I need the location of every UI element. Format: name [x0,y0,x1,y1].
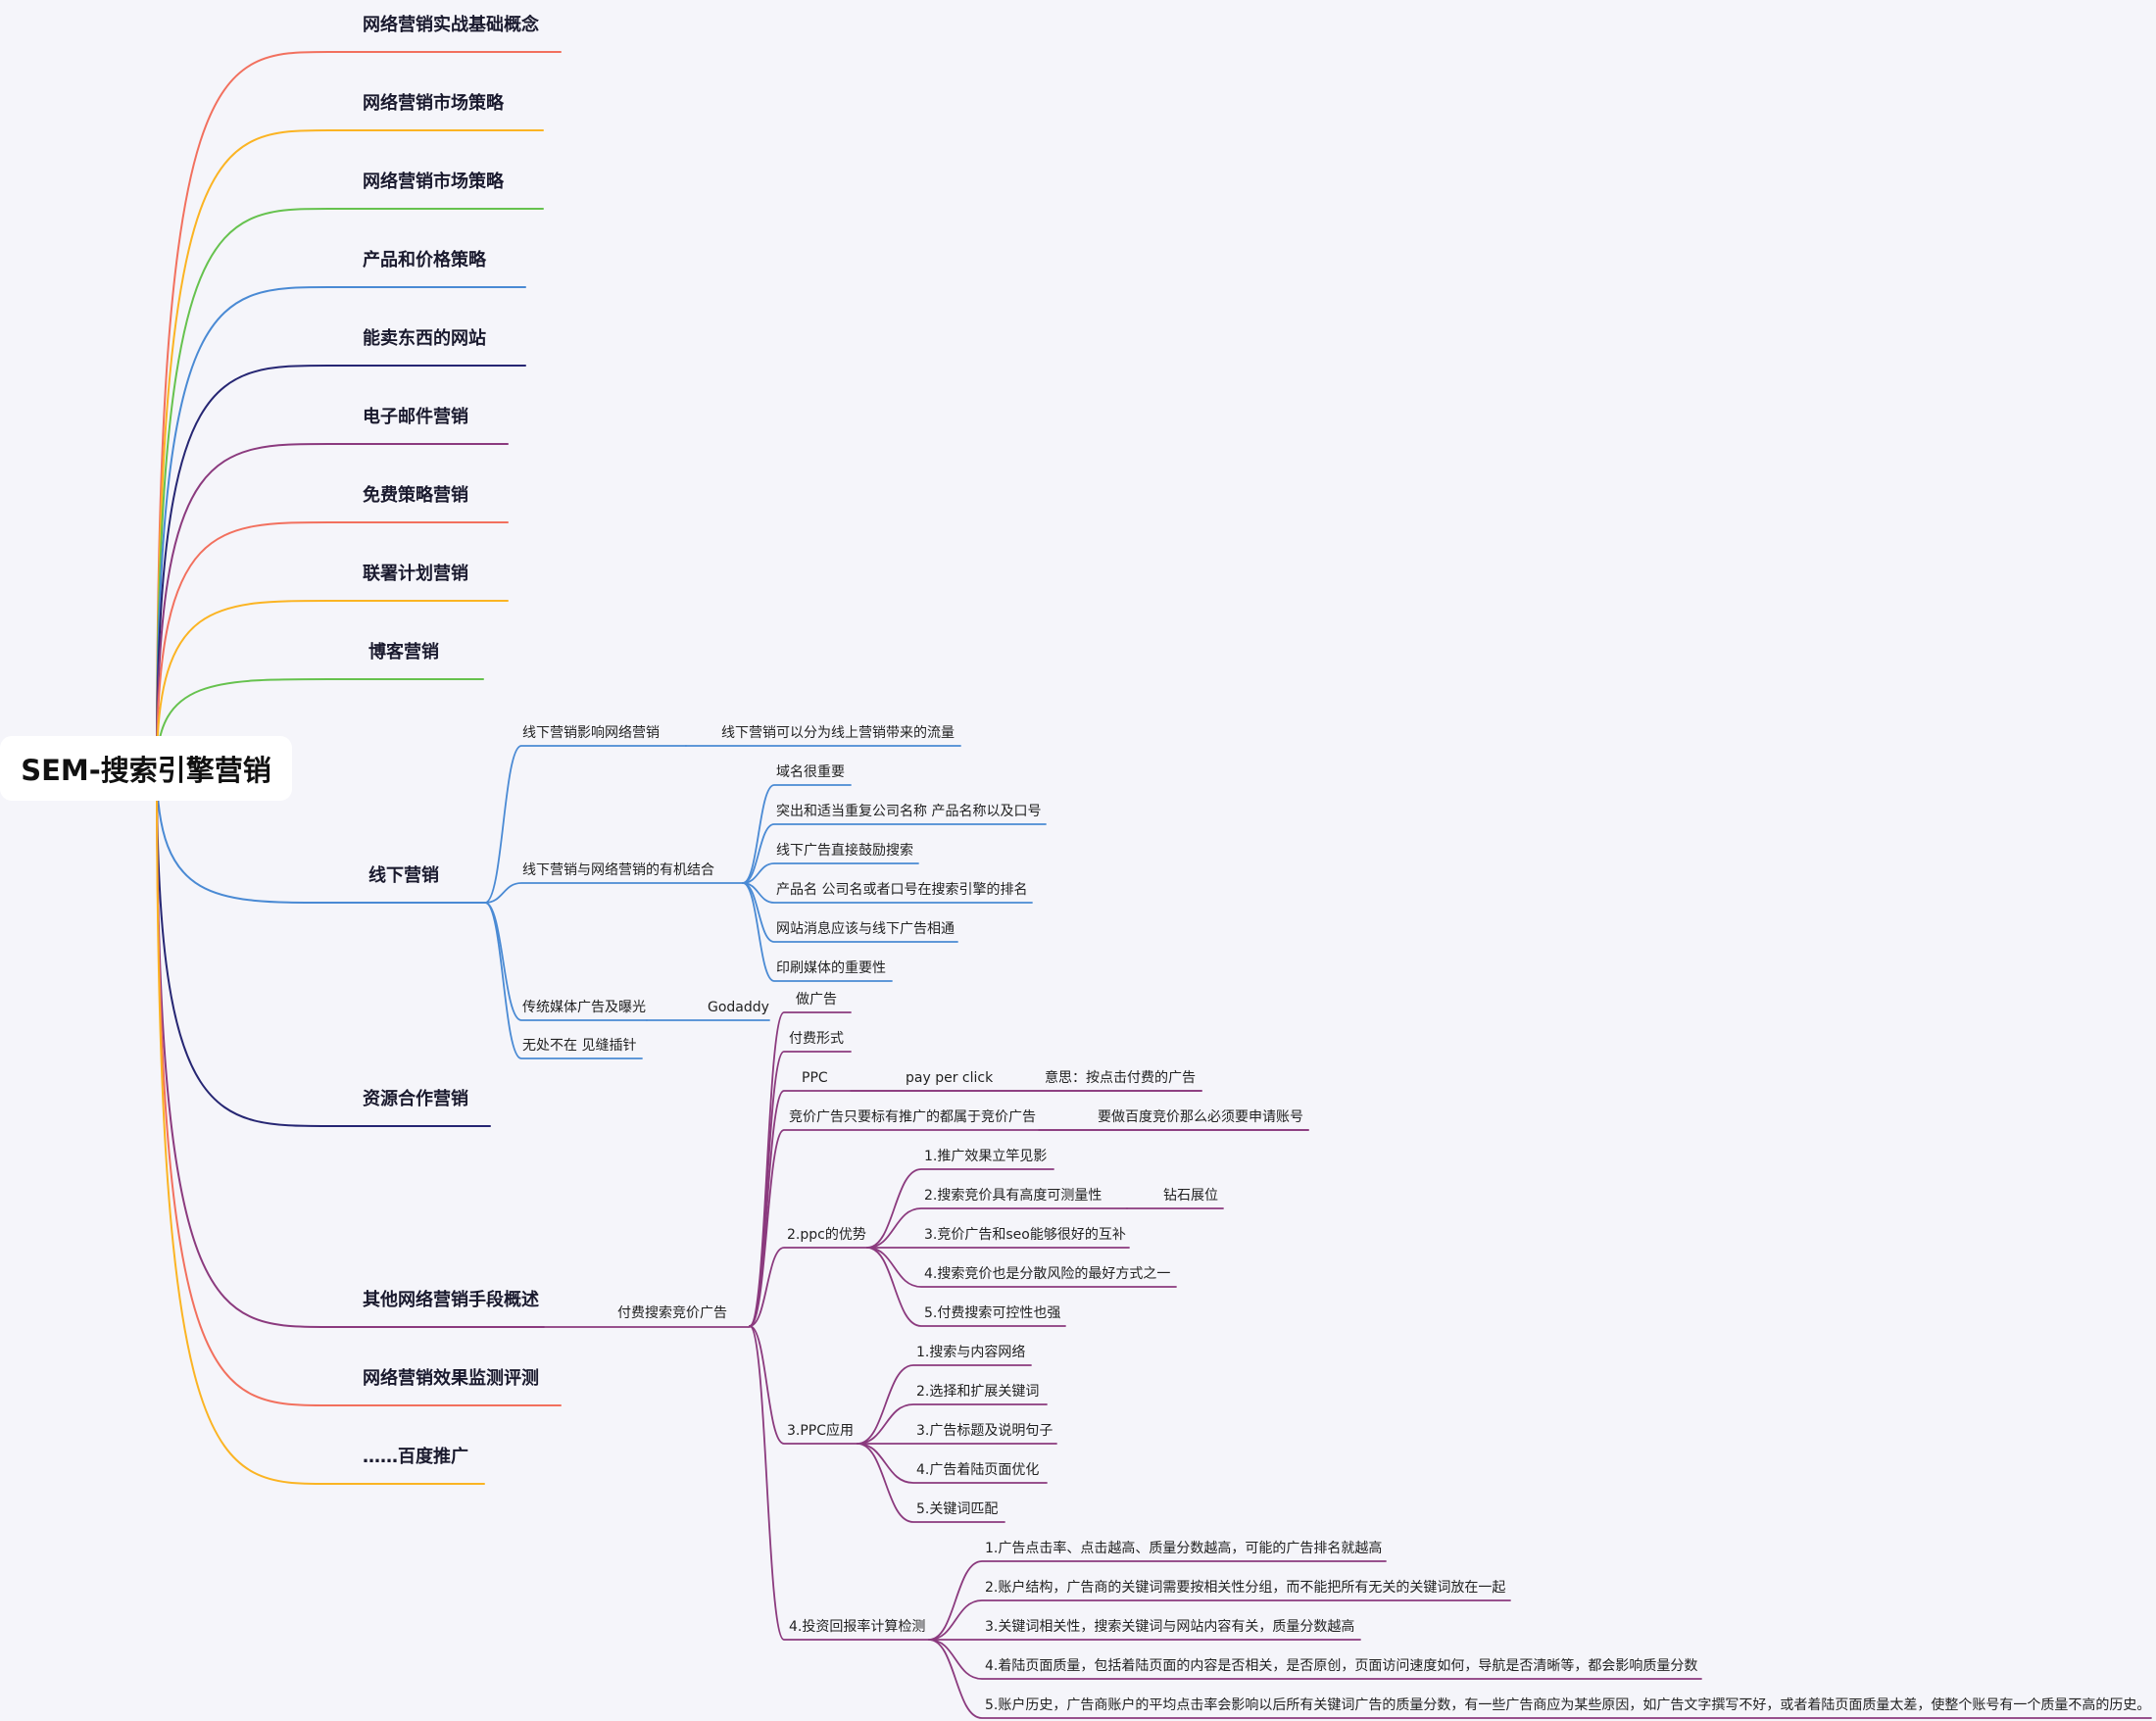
combo-item-1[interactable]: 域名很重要 [776,764,845,780]
pay-per-click[interactable]: pay per click [906,1070,994,1086]
topic-other-means[interactable]: 其他网络营销手段概述 [363,1290,539,1310]
application-link [857,1443,1048,1484]
application-3[interactable]: 3.广告标题及说明句子 [916,1423,1054,1439]
topic-offline[interactable]: 线下营销 [368,865,439,886]
paid-link [749,1129,1309,1327]
advantage-link [866,1247,1177,1288]
main-branch-line [156,767,487,904]
offline-influence[interactable]: 线下营销影响网络营销 [522,725,660,741]
advantage-3[interactable]: 3.竞价广告和seo能够很好的互补 [924,1227,1126,1243]
main-branch-line [156,208,544,769]
advantage-link [866,1207,1128,1249]
offline-influence-detail[interactable]: 线下营销可以分为线上营销带来的流量 [721,725,955,741]
topic-market-strategy-1[interactable]: 网络营销市场策略 [363,93,504,114]
application-link [857,1364,1032,1445]
advantage-2[interactable]: 2.搜索竞价具有高度可测量性 [924,1188,1102,1204]
roi-link [928,1639,2152,1719]
root-label: SEM-搜索引擎营销 [21,754,271,787]
paid-link [749,1247,868,1327]
main-branch-line [156,443,509,769]
topic-product-price[interactable]: 产品和价格策略 [363,250,486,270]
main-branch-line [156,521,509,769]
topic-selling-website[interactable]: 能卖东西的网站 [363,328,486,349]
roi-item-1[interactable]: 1.广告点击率、点击越高、质量分数越高，可能的广告排名就越高 [985,1541,1383,1556]
main-branch-line [156,129,544,769]
main-branch-line [156,51,562,769]
advantage-4[interactable]: 4.搜索竞价也是分散风险的最好方式之一 [924,1266,1171,1282]
main-branch-line [156,600,509,769]
main-branch-line [156,365,526,769]
advantage-link [866,1247,1066,1327]
offline-link [484,745,687,904]
topic-basics[interactable]: 网络营销实战基础概念 [363,15,539,35]
offline-everywhere[interactable]: 无处不在 见缝插针 [522,1038,637,1054]
offline-traditional-media[interactable]: 传统媒体广告及曝光 [522,1000,646,1015]
baidu-account[interactable]: 要做百度竞价那么必须要申请账号 [1098,1109,1303,1125]
advantage-5[interactable]: 5.付费搜索可控性也强 [924,1305,1061,1321]
paid-link [749,1051,852,1327]
roi-link [928,1560,1387,1641]
roi-item-4[interactable]: 4.着陆页面质量，包括着陆页面的内容是否相关，是否原创，页面访问速度如何，导航是… [985,1658,1698,1674]
diamond-booth[interactable]: 钻石展位 [1163,1188,1218,1204]
advantage-link [866,1168,1054,1249]
topic-market-strategy-2[interactable]: 网络营销市场策略 [363,172,504,192]
root-node[interactable]: SEM-搜索引擎营销 [0,736,292,801]
roi-item-3[interactable]: 3.关键词相关性，搜索关键词与网站内容有关，质量分数越高 [985,1619,1355,1635]
main-branch-line [156,767,545,1328]
application-5[interactable]: 5.关键词匹配 [916,1501,999,1517]
topic-baidu[interactable]: ……百度推广 [363,1447,468,1467]
ppc[interactable]: PPC [802,1070,828,1086]
application-2[interactable]: 2.选择和扩展关键词 [916,1384,1040,1400]
paid-link [749,1011,852,1327]
combo-link [742,882,893,982]
ppc-meaning[interactable]: 意思：按点击付费的广告 [1045,1070,1196,1086]
topic-affiliate[interactable]: 联署计划营销 [363,564,468,584]
application-1[interactable]: 1.搜索与内容网络 [916,1345,1026,1360]
combo-link [742,823,1047,884]
roi-link [928,1639,1702,1680]
roi-item-2[interactable]: 2.账户结构，广告商的关键词需要按相关性分组，而不能把所有无关的关键词放在一起 [985,1580,1506,1596]
combo-item-6[interactable]: 印刷媒体的重要性 [776,960,886,976]
combo-link [742,862,919,884]
combo-item-3[interactable]: 线下广告直接鼓励搜索 [776,843,913,859]
topic-monitoring[interactable]: 网络营销效果监测评测 [363,1368,539,1389]
application-4[interactable]: 4.广告着陆页面优化 [916,1462,1040,1478]
topic-email-marketing[interactable]: 电子邮件营销 [363,407,468,427]
main-branch-line [156,767,491,1127]
paid-form[interactable]: 付费形式 [789,1031,844,1047]
offline-combination[interactable]: 线下营销与网络营销的有机结合 [522,862,714,878]
roi-detection[interactable]: 4.投资回报率计算检测 [789,1619,926,1635]
topic-free-strategy[interactable]: 免费策略营销 [363,485,468,506]
paid-ads[interactable]: 做广告 [796,992,837,1008]
offline-link [484,902,643,1059]
roi-link [928,1599,1511,1641]
application-link [857,1403,1048,1445]
ppc-application[interactable]: 3.PPC应用 [787,1423,855,1439]
bidding-ads[interactable]: 竞价广告只要标有推广的都属于竞价广告 [789,1109,1036,1125]
paid-link [749,1325,858,1445]
paid-link [749,1325,930,1641]
advantage-1[interactable]: 1.推广效果立竿见影 [924,1149,1048,1164]
combo-item-2[interactable]: 突出和适当重复公司名称 产品名称以及口号 [776,804,1042,819]
topic-blog[interactable]: 博客营销 [368,642,439,663]
application-link [857,1443,1005,1523]
topic-resource-coop[interactable]: 资源合作营销 [363,1089,468,1109]
combo-link [742,784,852,884]
paid-search[interactable]: 付费搜索竞价广告 [617,1305,727,1321]
combo-item-4[interactable]: 产品名 公司名或者口号在搜索引擎的排名 [776,882,1028,898]
main-branch-line [156,767,485,1485]
combo-item-5[interactable]: 网站消息应该与线下广告相通 [776,921,955,937]
roi-item-5[interactable]: 5.账户历史，广告商账户的平均点击率会影响以后所有关键词广告的质量分数，有一些广… [985,1697,2151,1713]
ppc-advantages[interactable]: 2.ppc的优势 [787,1227,866,1243]
offline-link [484,882,746,904]
godaddy[interactable]: Godaddy [708,1000,769,1015]
main-branch-line [156,286,526,769]
